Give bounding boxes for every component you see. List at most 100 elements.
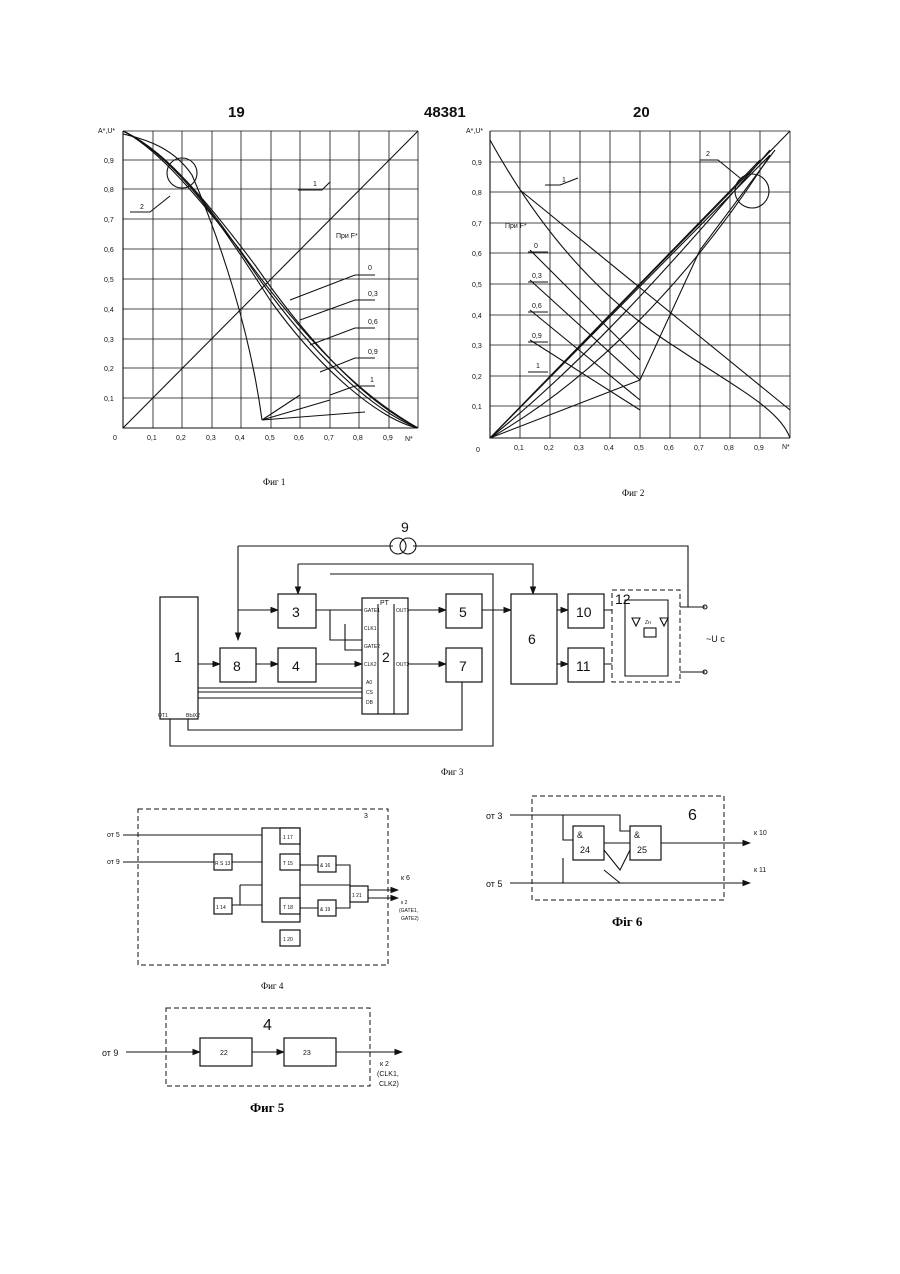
fig1-ytick: 0,5 [104, 277, 114, 284]
fig4-cell: & 19 [320, 907, 331, 913]
b1-output-label: ВЫХ2 [186, 713, 200, 719]
fig2-caption: Фиг 2 [622, 488, 644, 498]
block-7-label: 7 [459, 658, 467, 674]
fig2-xtick: 0,6 [664, 445, 674, 452]
fig2-ytick: 0,6 [472, 251, 482, 258]
fig1-param: 0,9 [368, 349, 378, 356]
fig3-caption: Фиг 3 [441, 767, 464, 777]
fig2-ytick: 0,7 [472, 221, 482, 228]
fig2-param-label: При F* [505, 223, 527, 230]
fig2-ytick: 0,9 [472, 160, 482, 167]
fig1-xtick: 0,8 [353, 435, 363, 442]
fig1-ytick: 0,7 [104, 217, 114, 224]
fig5-input-label: от 9 [102, 1048, 118, 1058]
fig2-callout-2: 2 [706, 151, 710, 158]
fig2-param: 0,9 [532, 333, 542, 340]
fig1-param-label: При F* [336, 233, 358, 240]
fig2-xtick: 0,7 [694, 445, 704, 452]
block-9-label: 9 [401, 519, 409, 535]
fig2-xtick: 0,9 [754, 445, 764, 452]
pin-label: A0 [366, 680, 372, 686]
fig2-xtick: 0,5 [634, 445, 644, 452]
fig2-xtick: 0,1 [514, 445, 524, 452]
gate-25-symbol: & [634, 830, 640, 840]
fig4-cell: 1 21 [352, 893, 362, 899]
block-10-label: 10 [576, 604, 592, 620]
fig2-ytick: 0,8 [472, 190, 482, 197]
fig4-cell: 1 14 [216, 905, 226, 911]
fig1-ytick: 0,9 [104, 158, 114, 165]
fig2-param: 0,3 [532, 273, 542, 280]
fig4-output-label: к 6 [401, 875, 410, 882]
fig4-cell: & 16 [320, 863, 331, 869]
fig4-cell: 1 17 [283, 835, 293, 841]
fig5-output-label: CLK2) [379, 1081, 399, 1088]
fig1-caption: Фиг 1 [263, 477, 285, 487]
fig5-cell: 22 [220, 1050, 228, 1057]
fig1-ytick: 0,6 [104, 247, 114, 254]
fig4-cell: R S 13 [215, 861, 231, 867]
fig2-xtick: 0,4 [604, 445, 614, 452]
fig1-ytick: 0,2 [104, 366, 114, 373]
fig2-yaxis-label: A*,U* [466, 128, 483, 135]
fig2-graph: A*,U* N* 0 0,1 0,2 0,3 0,4 0,5 0,6 0,7 0… [466, 128, 790, 498]
fig4-cell: T 18 [283, 905, 293, 911]
fig1-param: 1 [370, 377, 374, 384]
fig1-origin: 0 [113, 435, 117, 442]
fig2-ytick: 0,4 [472, 313, 482, 320]
ac-voltage-label: ~U c [706, 634, 725, 644]
fig2-callout-1: 1 [562, 177, 566, 184]
fig1-xtick: 0,2 [176, 435, 186, 442]
gate-24-label: 24 [580, 845, 590, 855]
pin-label: CLK2 [364, 662, 377, 668]
fig1-xaxis-label: N* [405, 436, 413, 443]
pin-label: CS [366, 690, 374, 696]
load-label: Zн [645, 620, 651, 626]
fig2-ytick: 0,2 [472, 374, 482, 381]
fig2-ytick: 0,3 [472, 343, 482, 350]
fig4-schematic: 3 от 5 от 9 к 6 к 2 (GATE1, GATE2) 1 17 … [107, 809, 419, 991]
fig5-output-label: (CLK1, [377, 1071, 399, 1078]
fig2-xtick: 0,8 [724, 445, 734, 452]
fig4-cell: T 15 [283, 861, 293, 867]
fig4-output-label: (GATE1, [399, 908, 418, 914]
fig1-param: 0,6 [368, 319, 378, 326]
fig1-xtick: 0,4 [235, 435, 245, 442]
fig1-callout-2: 2 [140, 204, 144, 211]
fig1-xtick: 0,7 [324, 435, 334, 442]
fig2-xtick: 0,2 [544, 445, 554, 452]
fig1-ytick: 0,4 [104, 307, 114, 314]
pin-label: GATE1 [364, 608, 380, 614]
fig1-xtick: 0,1 [147, 435, 157, 442]
block-6-label: 6 [528, 631, 536, 647]
fig1-xtick: 0,5 [265, 435, 275, 442]
fig5-caption: Фиг 5 [250, 1100, 285, 1115]
fig4-input-label: от 9 [107, 859, 120, 866]
fig6-input-label: от 3 [486, 811, 502, 821]
fig4-block-num: 3 [364, 813, 368, 820]
fig6-input-label: от 5 [486, 879, 502, 889]
fig2-ytick: 0,1 [472, 404, 482, 411]
pin-label: CLK1 [364, 626, 377, 632]
fig2-param: 1 [536, 363, 540, 370]
fig5-output-label: к 2 [380, 1061, 389, 1068]
block-4-label: 4 [292, 658, 300, 674]
b1-output-label: ОТ1 [158, 713, 168, 719]
fig2-xaxis-label: N* [782, 444, 790, 451]
fig1-xtick: 0,3 [206, 435, 216, 442]
fig4-output-label: GATE2) [401, 916, 419, 922]
fig6-output-label: к 10 [754, 830, 767, 837]
block-3-label: 3 [292, 604, 300, 620]
pin-label: OUT2 [396, 662, 410, 668]
fig5-schematic: 4 от 9 22 23 к 2 (CLK1, CLK2) Фиг 5 [102, 1008, 402, 1115]
fig1-xtick: 0,6 [294, 435, 304, 442]
fig1-ytick: 0,3 [104, 337, 114, 344]
fig1-callout-1: 1 [313, 181, 317, 188]
fig6-block-num: 6 [688, 807, 697, 824]
block-8-label: 8 [233, 658, 241, 674]
fig5-block-num: 4 [263, 1017, 272, 1034]
block-12-label: 12 [615, 591, 631, 607]
fig1-param: 0 [368, 265, 372, 272]
fig2-param: 0,6 [532, 303, 542, 310]
